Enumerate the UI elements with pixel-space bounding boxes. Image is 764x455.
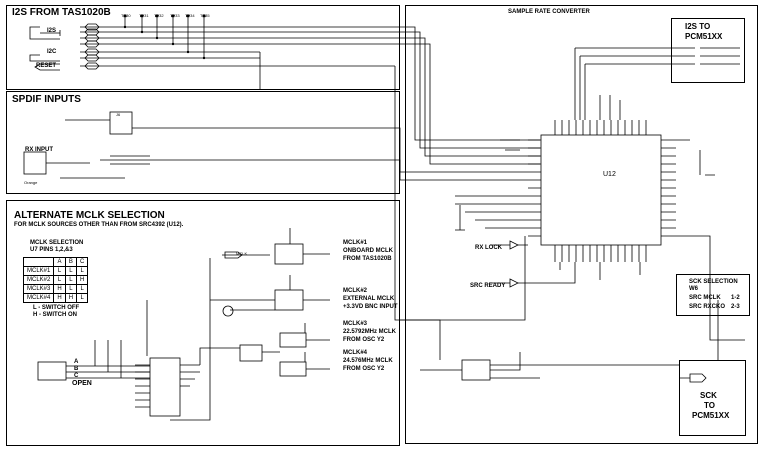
switch-open-label: OPEN xyxy=(72,380,92,387)
table-cell: C xyxy=(76,257,89,267)
table-cell: H xyxy=(76,275,89,285)
mclk4-desc-2: FROM OSC Y2 xyxy=(343,366,385,372)
i2s-section-title: I2S FROM TAS1020B xyxy=(12,7,111,18)
mclk4-label: MCLK#4 xyxy=(343,350,368,356)
testpoint-label: TP30 xyxy=(121,13,131,18)
table-cell: L xyxy=(64,266,78,276)
mclk-net-label: MCLK xyxy=(236,251,248,256)
table-cell: MCLK#1 xyxy=(22,266,55,276)
table-cell: H xyxy=(64,293,78,303)
mclk3-desc-2: FROM OSC Y2 xyxy=(343,337,385,343)
connector-note: Orange xyxy=(24,180,38,185)
switch-b-label: B xyxy=(74,366,79,372)
table-cell: L xyxy=(76,266,89,276)
testpoint-label: TP34 xyxy=(185,13,195,18)
i2c-signal-label: I2C xyxy=(47,49,57,55)
src-ready-label: SRC READY xyxy=(470,283,506,289)
switch-c-label: C xyxy=(74,373,79,379)
pcm-top-line2: PCM51XX xyxy=(685,32,723,41)
testpoint-label: TP33 xyxy=(170,13,180,18)
mclk-section-subtitle: FOR MCLK SOURCES OTHER THAN FROM SRC4392… xyxy=(14,222,184,228)
mclk4-desc: 24.576MHz MCLK xyxy=(343,358,393,364)
i2s-signal-label: I2S xyxy=(47,28,57,34)
table-cell: MCLK#4 xyxy=(22,293,55,303)
table-row: MCLK#2 L L H xyxy=(22,275,89,285)
table-cell: L xyxy=(64,275,78,285)
mclk2-desc: EXTERNAL MCLK xyxy=(343,296,395,302)
table-cell: MCLK#2 xyxy=(22,275,55,285)
legend-switch-on: H - SWITCH ON xyxy=(33,312,77,318)
table-cell: H xyxy=(53,293,66,303)
pcm-bottom-line3: PCM51XX xyxy=(692,411,730,420)
mclk1-desc-2: FROM TAS1020B xyxy=(343,256,392,262)
table-row: A B C xyxy=(22,257,89,267)
table-cell: L xyxy=(64,284,78,294)
reset-signal-label: RESET xyxy=(36,63,57,69)
table-cell xyxy=(22,257,55,267)
testpoint-label: TP32 xyxy=(154,13,164,18)
sck-row-2-pins: 2-3 xyxy=(731,304,740,310)
sck-selection-sub: W6 xyxy=(689,286,698,292)
legend-switch-off: L - SWITCH OFF xyxy=(33,305,80,311)
spdif-section-title: SPDIF INPUTS xyxy=(12,94,81,105)
mclk2-label: MCLK#2 xyxy=(343,288,368,294)
mclk-table-caption: MCLK SELECTION xyxy=(30,240,84,246)
sck-row-1-name: SRC MCLK xyxy=(689,295,721,301)
table-cell: L xyxy=(53,266,66,276)
src-chip-label: U12 xyxy=(603,171,616,178)
sck-selection-title: SCK SELECTION xyxy=(689,279,738,285)
table-cell: MCLK#3 xyxy=(22,284,55,294)
sck-row-2-name: SRC RXCKO xyxy=(689,304,726,310)
table-cell: L xyxy=(76,293,89,303)
table-row: MCLK#3 H L L xyxy=(22,284,89,294)
mclk-section-frame xyxy=(6,200,400,446)
table-cell: A xyxy=(53,257,66,267)
testpoint-label: TP35 xyxy=(200,13,210,18)
pcm-bottom-line2: TO xyxy=(704,401,715,410)
mclk-section-title: ALTERNATE MCLK SELECTION xyxy=(14,210,165,221)
mclk1-desc: ONBOARD MCLK xyxy=(343,248,393,254)
pcm-bottom-line1: SCK xyxy=(700,391,717,400)
mclk-selection-table: A B C MCLK#1 L L L MCLK#2 L L H MCLK#3 H… xyxy=(22,257,89,303)
mclk3-desc: 22.5792MHz MCLK xyxy=(343,329,397,335)
mclk1-label: MCLK#1 xyxy=(343,240,368,246)
table-cell: L xyxy=(76,284,89,294)
rx-lock-label: RX LOCK xyxy=(475,245,502,251)
table-row: MCLK#4 H H L xyxy=(22,293,89,303)
table-row: MCLK#1 L L L xyxy=(22,266,89,276)
mclk3-label: MCLK#3 xyxy=(343,321,368,327)
testpoint-label: TP31 xyxy=(139,13,149,18)
spdif-section-frame xyxy=(6,91,400,194)
spdif-part-label: J6 xyxy=(116,112,121,117)
table-cell: B xyxy=(64,257,78,267)
mclk2-desc-2: +3.3VD BNC INPUT xyxy=(343,304,398,310)
mclk-table-caption-2: U7 PINS 1,2,&3 xyxy=(30,247,73,253)
sck-row-1-pins: 1-2 xyxy=(731,295,740,301)
rx-input-label: RX INPUT xyxy=(25,147,54,153)
table-cell: H xyxy=(53,284,66,294)
table-cell: L xyxy=(53,275,66,285)
switch-a-label: A xyxy=(74,359,79,365)
pcm-top-line1: I2S TO xyxy=(685,22,711,31)
src-section-title: SAMPLE RATE CONVERTER xyxy=(508,9,590,15)
